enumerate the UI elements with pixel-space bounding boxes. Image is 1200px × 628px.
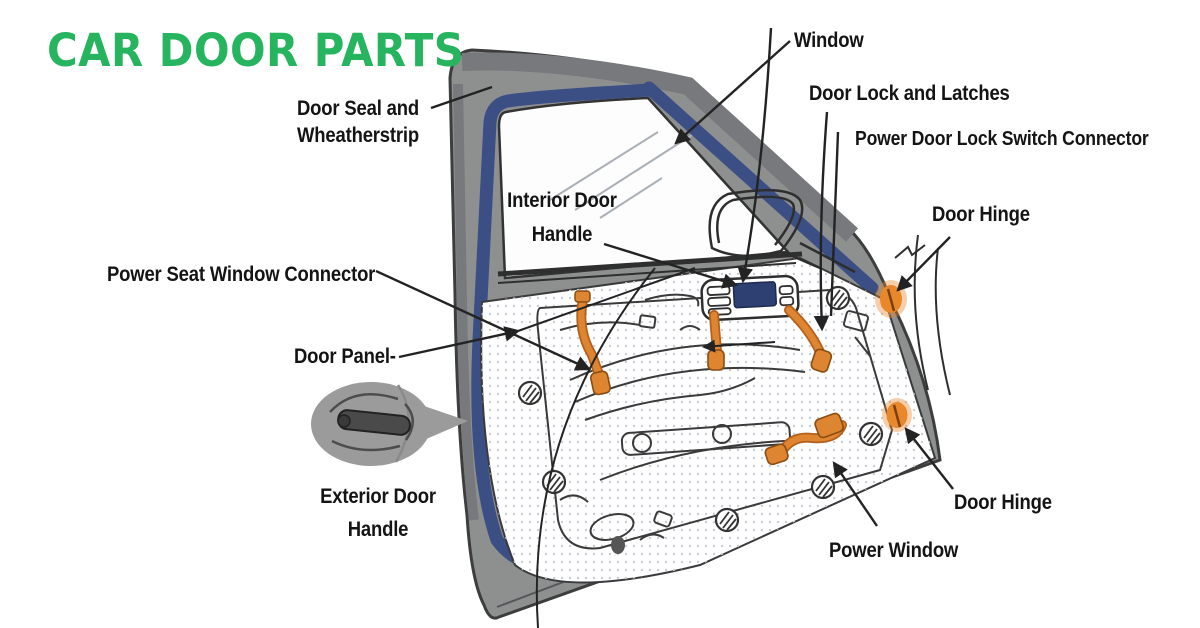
label-power-window: Power Window xyxy=(829,539,959,562)
power-window-connector xyxy=(814,412,845,439)
wire-connector xyxy=(590,370,611,396)
interior-door-handle-part xyxy=(732,281,778,309)
wire-connector xyxy=(574,290,591,303)
label-power-seat: Power Seat Window Connector xyxy=(107,263,376,286)
page-title: CAR DOOR PARTS xyxy=(47,24,465,77)
power-window-arrow xyxy=(832,461,878,527)
door-lock-arrow xyxy=(813,111,830,332)
window-switch-arrow xyxy=(737,27,773,284)
side-mirror-sketch xyxy=(708,188,951,396)
label-window: Window xyxy=(794,29,864,52)
window-glass xyxy=(497,96,791,280)
power-seat-arrow xyxy=(375,269,592,371)
wiring-connectors xyxy=(574,290,847,466)
wire-connector xyxy=(810,348,833,373)
interior-handle-arrow xyxy=(603,242,739,289)
door-seal-line xyxy=(430,85,493,110)
cutoff-leader-line xyxy=(535,267,656,628)
wire-connector xyxy=(707,349,725,371)
label-exterior-handle: Exterior Door Handle xyxy=(320,485,436,541)
connector-arrow xyxy=(702,339,776,353)
power-door-lock-line xyxy=(829,131,840,317)
label-door-panel: Door Panel- xyxy=(294,345,396,368)
door-panel-line-ext xyxy=(517,267,696,332)
leader-lines xyxy=(375,27,954,628)
label-power-door-lock: Power Door Lock Switch Connector xyxy=(855,128,1149,150)
label-door-hinge-top: Door Hinge xyxy=(932,203,1030,226)
label-door-seal: Door Seal and Wheatherstrip xyxy=(297,97,419,148)
label-interior-handle: Interior Door Handle xyxy=(507,189,617,246)
label-door-hinge-bottom: Door Hinge xyxy=(954,491,1052,514)
label-door-lock: Door Lock and Latches xyxy=(809,82,1010,105)
window-arrow xyxy=(674,40,791,145)
wire-connector xyxy=(764,443,789,466)
exterior-handle-callout xyxy=(311,382,468,466)
door-panel-arrow xyxy=(398,326,521,359)
door-hinge-top-arrow xyxy=(896,236,951,292)
door-hinge-bottom-arrow xyxy=(904,427,954,490)
